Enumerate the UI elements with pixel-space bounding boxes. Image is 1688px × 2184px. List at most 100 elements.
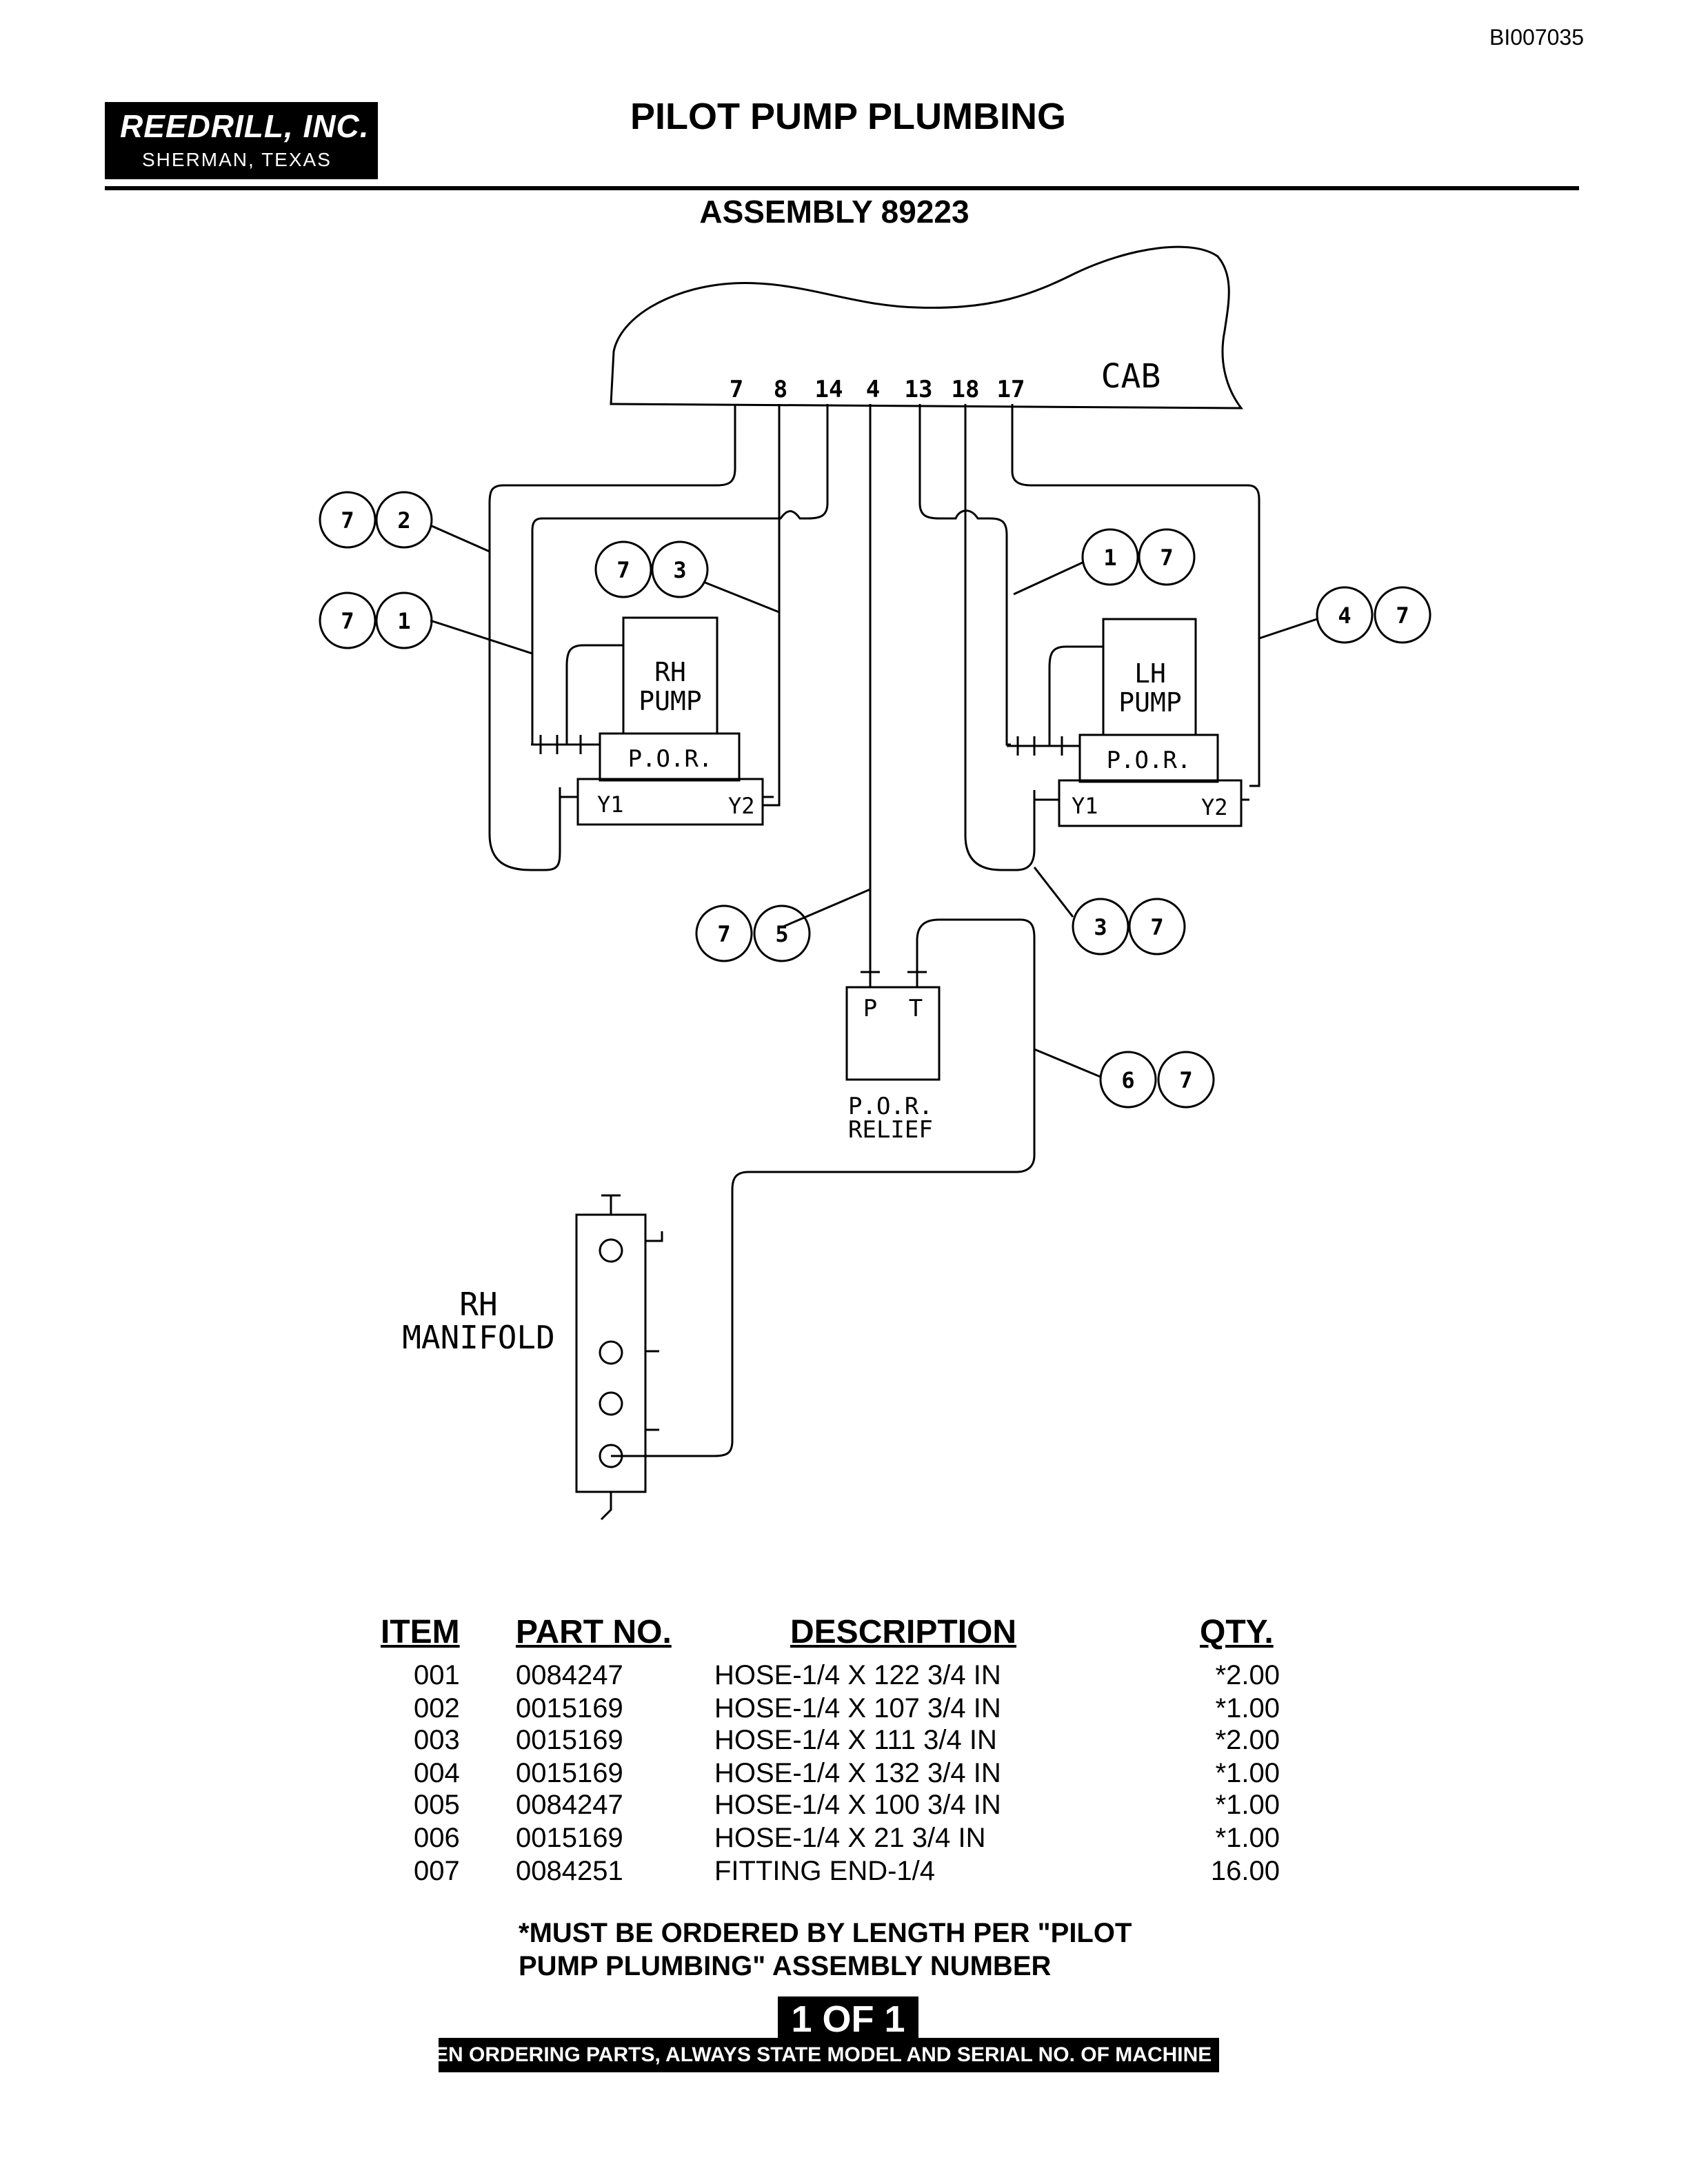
item-cell: 006: [414, 1823, 460, 1853]
cab-port-number: 14: [815, 376, 843, 403]
item-cell: 005: [414, 1790, 460, 1820]
rh-pump-label: RH: [654, 657, 686, 687]
manifold-port: [599, 1391, 623, 1416]
page-number: 1 OF 1: [778, 1996, 918, 2042]
relief-label: RELIEF: [848, 1116, 933, 1144]
table-row: 006 0015169 HOSE-1/4 X 21 3/4 IN *1.00: [0, 1823, 1688, 1856]
lh-por-label: P.O.R.: [1107, 747, 1192, 774]
note-line: *MUST BE ORDERED BY LENGTH PER "PILOT: [519, 1918, 1132, 1948]
relief-label: P.O.R.: [848, 1093, 933, 1120]
callout-number: 7: [1396, 603, 1409, 629]
page-title: PILOT PUMP PLUMBING: [630, 96, 1067, 137]
cab-outline: [610, 245, 1244, 410]
callout-number: 1: [397, 608, 410, 634]
table-row: 005 0084247 HOSE-1/4 X 100 3/4 IN *1.00: [0, 1790, 1688, 1823]
callout-number: 6: [1121, 1067, 1134, 1093]
cab-port-number: 4: [866, 376, 880, 403]
header-rule: [105, 186, 1579, 190]
lh-pump-label: PUMP: [1118, 687, 1182, 718]
hose-relief-to-manifold: [611, 918, 1036, 1457]
callout-number: 3: [1094, 914, 1107, 940]
qty-cell: *1.00: [1215, 1823, 1280, 1853]
manifold-label: RH: [459, 1286, 497, 1323]
callout-number: 7: [717, 921, 730, 947]
description-cell: FITTING END-1/4: [714, 1856, 936, 1886]
hose-port-18: [964, 404, 1036, 871]
cab-port-number: 18: [952, 376, 980, 403]
rh-y2-label: Y2: [728, 793, 755, 819]
manifold-port: [599, 1340, 623, 1365]
rh-por-label: P.O.R.: [628, 745, 713, 773]
cab-port-number: 7: [730, 376, 743, 403]
company-logo: REEDRILL, INC. SHERMAN, TEXAS: [105, 102, 378, 179]
description-cell: HOSE-1/4 X 122 3/4 IN: [714, 1660, 1001, 1690]
assembly-number: ASSEMBLY 89223: [699, 194, 969, 230]
rh-y1-label: Y1: [597, 791, 624, 818]
item-cell: 003: [414, 1725, 460, 1755]
rh-manifold-body: [575, 1213, 647, 1493]
company-city: SHERMAN, TEXAS: [142, 149, 332, 170]
manifold-port: [599, 1444, 623, 1468]
lh-pump-label: LH: [1134, 658, 1166, 689]
part-no-cell: 0015169: [516, 1725, 623, 1755]
note-line: PUMP PLUMBING" ASSEMBLY NUMBER: [519, 1951, 1052, 1981]
item-cell: 001: [414, 1660, 460, 1690]
callout-number: 7: [341, 608, 354, 634]
rh-pump-label: PUMP: [639, 686, 702, 716]
manifold-port: [599, 1238, 623, 1263]
company-name: REEDRILL, INC.: [120, 108, 370, 144]
description-cell: HOSE-1/4 X 100 3/4 IN: [714, 1790, 1001, 1820]
lh-y2-label: Y2: [1201, 794, 1228, 820]
column-header-item: ITEM: [381, 1614, 460, 1650]
qty-cell: *2.00: [1215, 1660, 1280, 1690]
lh-pump-line: [1048, 645, 1103, 747]
description-cell: HOSE-1/4 X 21 3/4 IN: [714, 1823, 986, 1853]
qty-cell: *1.00: [1215, 1758, 1280, 1788]
relief-port-t: T: [909, 995, 923, 1022]
table-row: 002 0015169 HOSE-1/4 X 107 3/4 IN *1.00: [0, 1693, 1688, 1726]
plumbing-diagram: 7 8 14 4 13 18 17 CAB RH PUMP P.O.R. Y1 …: [319, 245, 1431, 1521]
description-cell: HOSE-1/4 X 107 3/4 IN: [714, 1693, 1001, 1723]
callout-number: 7: [616, 557, 630, 583]
hose-port-8: [763, 404, 781, 807]
table-row: 001 0084247 HOSE-1/4 X 122 3/4 IN *2.00: [0, 1660, 1688, 1693]
column-header-description: DESCRIPTION: [790, 1614, 1017, 1650]
footer-text: EN ORDERING PARTS, ALWAYS STATE MODEL AN…: [439, 2043, 1212, 2066]
part-no-cell: 0015169: [516, 1693, 623, 1723]
part-no-cell: 0015169: [516, 1823, 623, 1853]
cab-port-number: 8: [774, 376, 787, 403]
column-header-qty: QTY.: [1200, 1614, 1274, 1650]
callout-number: 7: [1160, 545, 1173, 571]
manifold-label: MANIFOLD: [402, 1319, 555, 1356]
qty-cell: 16.00: [1210, 1856, 1280, 1886]
table-row: 007 0084251 FITTING END-1/4 16.00: [0, 1856, 1688, 1889]
item-cell: 004: [414, 1758, 460, 1788]
part-no-cell: 0015169: [516, 1758, 623, 1788]
description-cell: HOSE-1/4 X 132 3/4 IN: [714, 1758, 1001, 1788]
table-row: 003 0015169 HOSE-1/4 X 111 3/4 IN *2.00: [0, 1725, 1688, 1758]
item-cell: 002: [414, 1693, 460, 1723]
cab-port-number: 13: [905, 376, 933, 403]
qty-cell: *2.00: [1215, 1725, 1280, 1755]
lh-por-block: [1078, 734, 1219, 783]
qty-cell: *1.00: [1215, 1693, 1280, 1723]
callout-number: 7: [1150, 914, 1163, 940]
hose-port-7: [488, 404, 736, 871]
callout-number: 1: [1103, 545, 1116, 571]
lh-y1-label: Y1: [1072, 793, 1098, 819]
cab-label: CAB: [1101, 357, 1161, 396]
ordering-note: *MUST BE ORDERED BY LENGTH PER "PILOT PU…: [519, 1917, 1132, 1983]
cab-port-number: 17: [997, 376, 1025, 403]
part-no-cell: 0084247: [516, 1660, 623, 1690]
item-cell: 007: [414, 1856, 460, 1886]
column-header-part-no: PART NO.: [516, 1614, 672, 1650]
document-id: BI007035: [1489, 25, 1585, 50]
relief-port-p: P: [863, 995, 877, 1022]
callout-number: 5: [775, 921, 788, 947]
callout-number: 2: [397, 507, 410, 534]
hose-port-14: [531, 404, 829, 746]
hose-port-13: [918, 404, 1011, 746]
description-cell: HOSE-1/4 X 111 3/4 IN: [714, 1725, 997, 1755]
part-no-cell: 0084247: [516, 1790, 623, 1820]
por-relief-box: [845, 986, 941, 1081]
